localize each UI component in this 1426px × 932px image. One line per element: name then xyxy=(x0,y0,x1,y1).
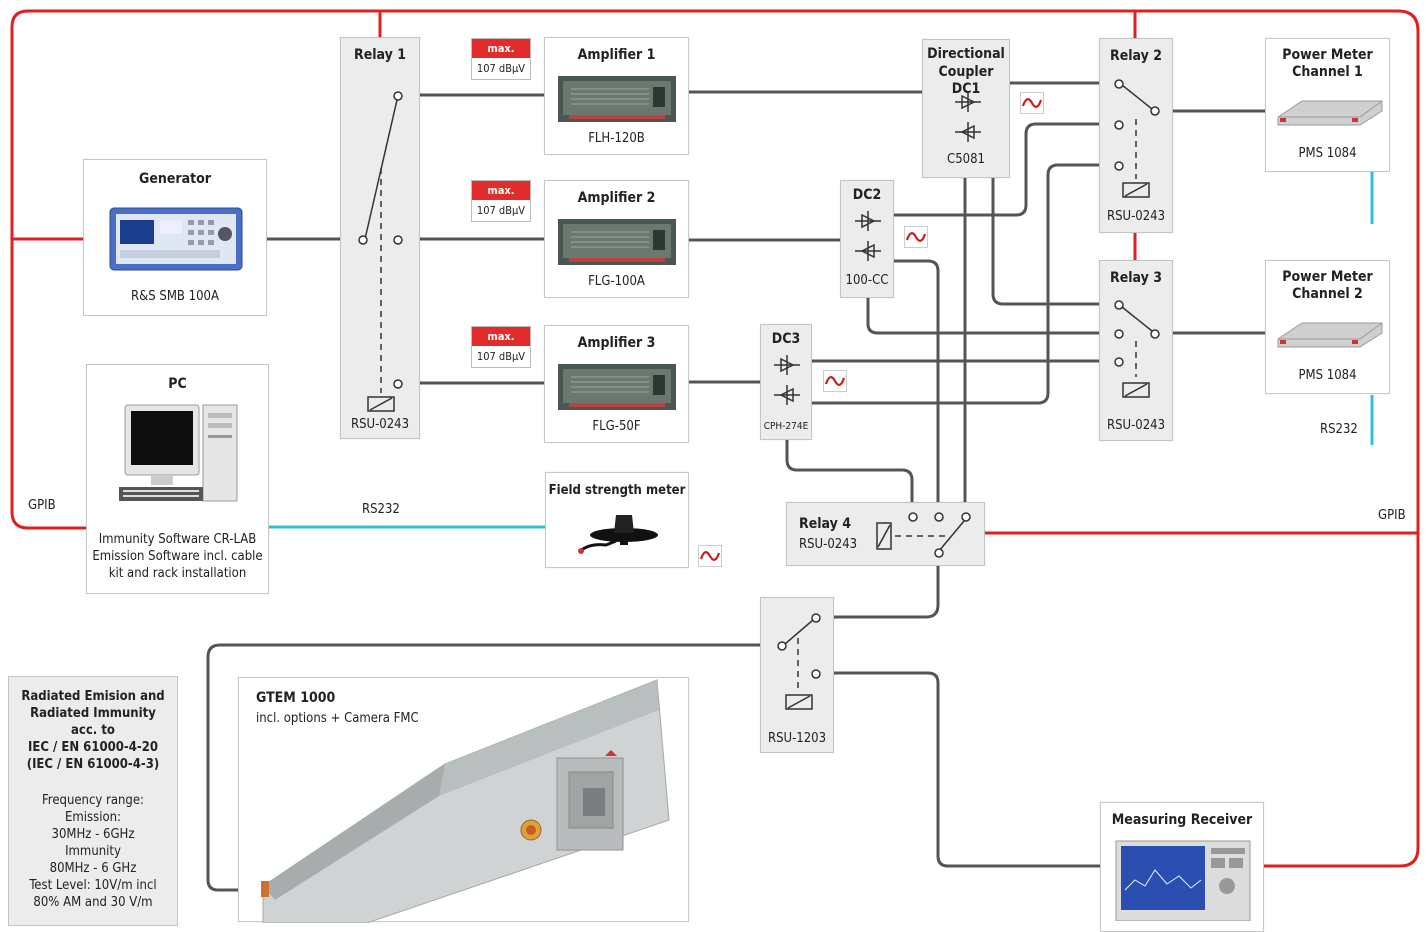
pc-description-line: Immunity Software CR-LAB xyxy=(87,531,268,548)
generator-title: Generator xyxy=(84,171,266,188)
relay3-box: Relay 3 RSU-0243 xyxy=(1099,260,1173,441)
sine-signal-icon xyxy=(1020,92,1044,114)
amplifier3-box: Amplifier 3 FLG-50F xyxy=(544,325,689,443)
power-meter-icon xyxy=(1274,317,1384,351)
relay1-model: RSU-0243 xyxy=(341,417,419,432)
amplifier3-title: Amplifier 3 xyxy=(545,335,688,352)
amplifier-icon xyxy=(557,218,677,266)
coupler-diode-icon xyxy=(772,353,802,409)
pc-description: Immunity Software CR-LAB Emission Softwa… xyxy=(87,531,268,582)
max-label: max. xyxy=(472,181,530,200)
note-title-line: acc. to xyxy=(9,722,177,739)
note-body-line: Frequency range: xyxy=(9,792,177,809)
power-meter-ch1-box: Power Meter Channel 1 PMS 1084 xyxy=(1265,38,1390,172)
gpib-label-left: GPIB xyxy=(28,498,56,513)
note-body-line: Emission: xyxy=(9,809,177,826)
gpib-label-right: GPIB xyxy=(1378,508,1406,523)
field-strength-meter-box: Field strength meter xyxy=(545,472,689,568)
amplifier3-model: FLG-50F xyxy=(545,419,688,434)
amplifier1-title: Amplifier 1 xyxy=(545,47,688,64)
dc1-title-line1: Directional xyxy=(923,46,1009,63)
note-title-line: Radiated Emision and xyxy=(9,688,177,705)
probe-icon xyxy=(576,511,661,557)
signal-generator-icon xyxy=(108,202,244,274)
pc-description-line: Emission Software incl. cable xyxy=(87,548,268,565)
note-body-line: 80% AM and 30 V/m xyxy=(9,894,177,911)
computer-icon xyxy=(117,403,242,507)
amplifier2-title: Amplifier 2 xyxy=(545,190,688,207)
power-meter-ch2-box: Power Meter Channel 2 PMS 1084 xyxy=(1265,260,1390,394)
note-title-line: (IEC / EN 61000-4-3) xyxy=(9,756,177,773)
relay2-switch-icon xyxy=(1100,39,1174,234)
max-label: max. xyxy=(472,327,530,346)
note-title-line: Radiated Immunity xyxy=(9,705,177,722)
measuring-receiver-title: Measuring Receiver xyxy=(1101,812,1263,829)
field-strength-meter-title: Field strength meter xyxy=(546,482,688,499)
power-meter-icon xyxy=(1274,95,1384,129)
generator-model: R&S SMB 100A xyxy=(84,289,266,304)
gtem-cell-icon xyxy=(239,678,690,923)
dc3-model: CPH-274E xyxy=(761,421,811,432)
relay-rsu1203-box: RSU-1203 xyxy=(760,597,834,753)
dc3-box: DC3 CPH-274E xyxy=(760,324,812,440)
max-value: 107 dBµV xyxy=(472,200,530,221)
dc1-model: C5081 xyxy=(923,152,1009,167)
pm2-title-line1: Power Meter xyxy=(1266,269,1389,286)
amplifier1-box: Amplifier 1 FLH-120B xyxy=(544,37,689,155)
amp1-max-badge: max. 107 dBµV xyxy=(471,38,531,80)
max-label: max. xyxy=(472,39,530,58)
dc3-title: DC3 xyxy=(761,331,811,348)
note-body-line: 30MHz - 6GHz xyxy=(9,826,177,843)
amplifier-icon xyxy=(557,363,677,411)
relay3-switch-icon xyxy=(1100,261,1174,442)
sine-signal-icon xyxy=(904,226,928,248)
rs232-label-left: RS232 xyxy=(362,502,400,517)
dc2-title: DC2 xyxy=(841,187,893,204)
pm1-title-line1: Power Meter xyxy=(1266,47,1389,64)
spectrum-analyzer-icon xyxy=(1115,840,1251,921)
note-body-line: 80MHz - 6 GHz xyxy=(9,860,177,877)
relay3-model: RSU-0243 xyxy=(1100,418,1172,433)
amp2-max-badge: max. 107 dBµV xyxy=(471,180,531,222)
note-body-line: Immunity xyxy=(9,843,177,860)
rs232-label-right: RS232 xyxy=(1320,422,1358,437)
coupler-diode-icon xyxy=(853,209,883,265)
amp3-max-badge: max. 107 dBµV xyxy=(471,326,531,368)
max-value: 107 dBµV xyxy=(472,346,530,367)
pc-box: PC Immunity Software CR-LAB Emission Sof… xyxy=(86,364,269,594)
dc2-model: 100-CC xyxy=(841,273,893,288)
measuring-receiver-box: Measuring Receiver xyxy=(1100,802,1264,932)
pc-title: PC xyxy=(87,376,268,393)
relay4-switch-icon xyxy=(787,503,986,567)
relay1-box: Relay 1 RSU-0243 xyxy=(340,37,420,439)
standards-note-panel: Radiated Emision and Radiated Immunity a… xyxy=(8,676,178,926)
pm2-model: PMS 1084 xyxy=(1266,368,1389,383)
pm1-title-line2: Channel 1 xyxy=(1266,64,1389,81)
directional-coupler-dc1-box: Directional Coupler DC1 C5081 xyxy=(922,39,1010,178)
pm2-title-line2: Channel 2 xyxy=(1266,286,1389,303)
note-title-line: IEC / EN 61000-4-20 xyxy=(9,739,177,756)
sine-signal-icon xyxy=(823,370,847,392)
relay2-box: Relay 2 RSU-0243 xyxy=(1099,38,1173,233)
rs232-bus xyxy=(269,172,1372,527)
gtem-box: GTEM 1000 incl. options + Camera FMC xyxy=(238,677,689,922)
amplifier2-box: Amplifier 2 FLG-100A xyxy=(544,180,689,298)
relay1-switch-icon xyxy=(341,38,421,440)
max-value: 107 dBµV xyxy=(472,58,530,79)
pm1-model: PMS 1084 xyxy=(1266,146,1389,161)
note-body-line: Test Level: 10V/m incl xyxy=(9,877,177,894)
amplifier-icon xyxy=(557,75,677,123)
generator-box: Generator R&S SMB 100A xyxy=(83,159,267,316)
dc2-box: DC2 100-CC xyxy=(840,180,894,298)
relay-rsu1203-model: RSU-1203 xyxy=(761,731,833,746)
relay4-box: Relay 4 RSU-0243 xyxy=(786,502,985,566)
pc-description-line: kit and rack installation xyxy=(87,565,268,582)
coupler-diode-icon xyxy=(953,90,983,146)
amplifier1-model: FLH-120B xyxy=(545,131,688,146)
sine-signal-icon xyxy=(698,545,722,567)
relay2-model: RSU-0243 xyxy=(1100,209,1172,224)
amplifier2-model: FLG-100A xyxy=(545,274,688,289)
